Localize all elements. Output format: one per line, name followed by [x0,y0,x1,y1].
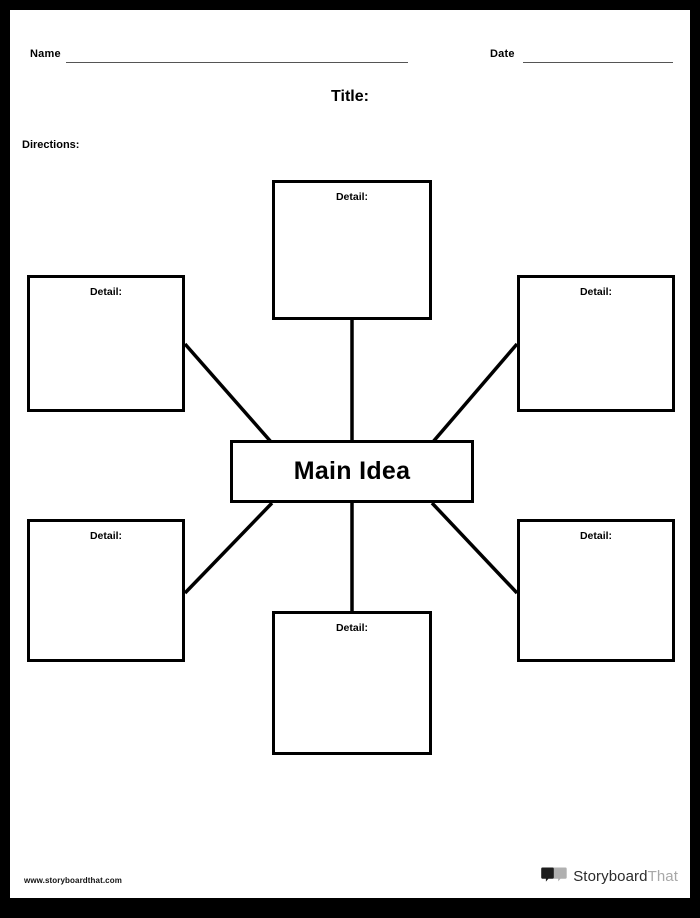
detail-label: Detail: [89,530,123,542]
detail-box-left-upper[interactable]: Detail: [27,275,185,412]
detail-label: Detail: [335,622,369,634]
connector-lines [183,320,519,611]
detail-box-left-lower[interactable]: Detail: [27,519,185,662]
detail-box-right-lower[interactable]: Detail: [517,519,675,662]
detail-label: Detail: [579,286,613,298]
date-label: Date [490,48,515,60]
connector-right-upper [430,342,519,445]
header-fields: Name Date [10,10,690,63]
speech-bubbles-icon [541,866,567,886]
detail-box-bottom[interactable]: Detail: [272,611,432,755]
name-label: Name [30,48,61,60]
title-label[interactable]: Title: [331,88,369,105]
main-idea-label: Main Idea [293,457,411,485]
detail-label: Detail: [89,286,123,298]
worksheet-sheet: Name Date Title: Directions: [10,10,690,898]
date-input-line[interactable] [523,62,673,63]
name-input-line[interactable] [66,62,408,63]
footer: www.storyboardthat.com StoryboardThat [10,858,690,898]
detail-label: Detail: [579,530,613,542]
main-idea-box[interactable]: Main Idea [230,440,474,503]
connector-left-lower [183,501,274,595]
brand-wordmark: StoryboardThat [573,868,678,885]
directions-label[interactable]: Directions: [22,139,80,151]
spider-map-diagram: Detail: Detail: Detail: Detail: Detail: … [10,10,690,898]
brand-secondary-text: That [647,867,678,885]
detail-box-top[interactable]: Detail: [272,180,432,320]
storyboardthat-logo[interactable]: StoryboardThat [541,866,678,886]
brand-primary-text: Storyboard [573,867,648,885]
connector-right-lower [430,501,519,595]
footer-website-url[interactable]: www.storyboardthat.com [24,876,122,885]
connector-left-upper [183,342,274,445]
detail-box-right-upper[interactable]: Detail: [517,275,675,412]
detail-label: Detail: [335,191,369,203]
